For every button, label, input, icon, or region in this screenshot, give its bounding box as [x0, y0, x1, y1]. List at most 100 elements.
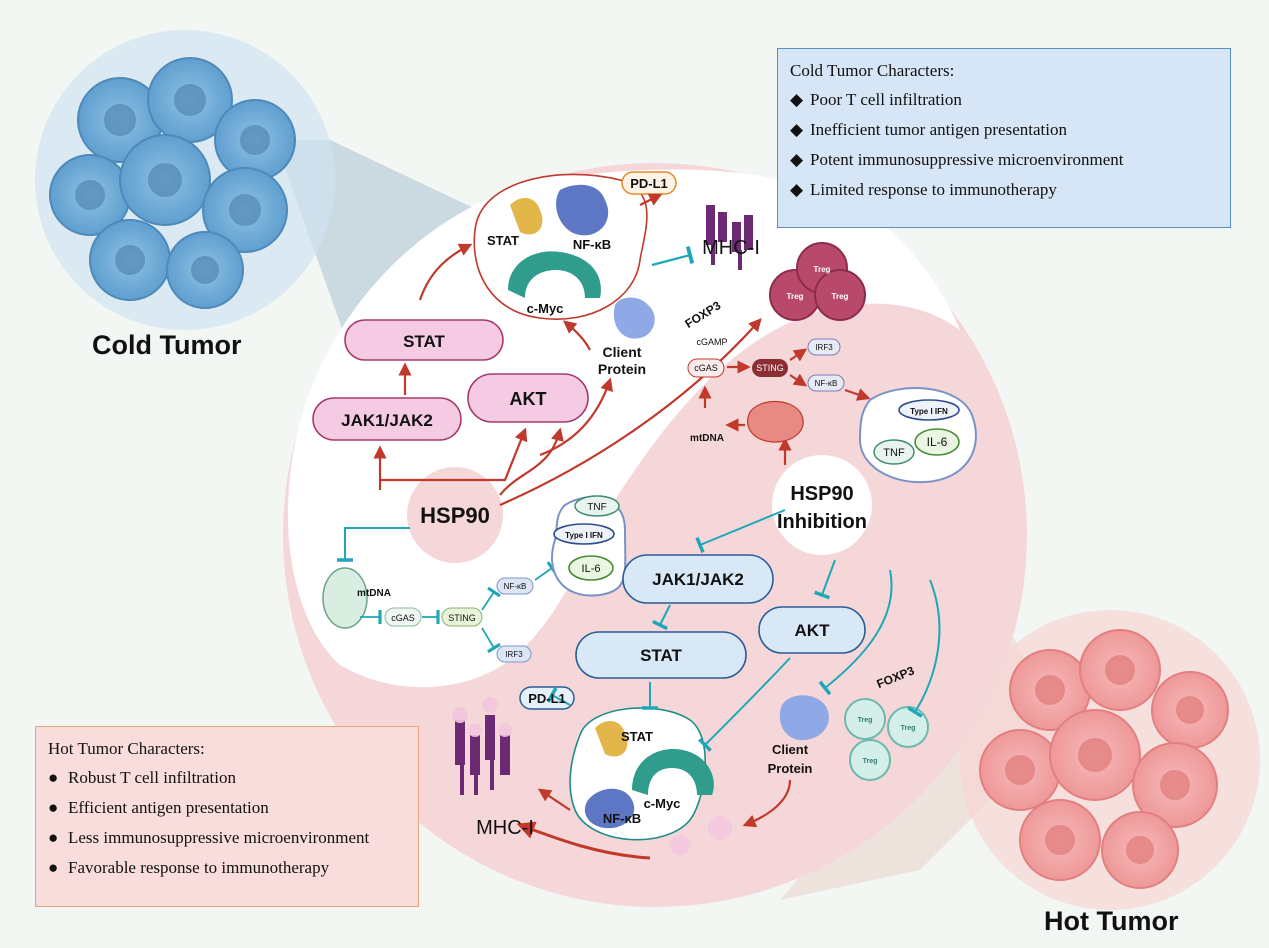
cold-cmyc-protein: [508, 251, 601, 298]
cold-cgas-label: cGAS: [391, 613, 415, 623]
hot-inhibition-lines: [546, 509, 941, 752]
hot-tumor-label: Hot Tumor: [1044, 906, 1179, 936]
hot-hsp90-label-1: HSP90: [790, 483, 853, 505]
cold-stat-pill: [344, 319, 504, 361]
diamond-bullet-icon: ◆: [790, 90, 804, 109]
hot-mhc-receptors: [452, 697, 512, 795]
hot-box-item: ● Efficient antigen presentation: [48, 798, 406, 818]
cold-client-label-1: Client: [603, 344, 642, 360]
circle-bullet-icon: ●: [48, 828, 59, 847]
cold-box-title: Cold Tumor Characters:: [790, 61, 955, 80]
cold-box-item: ◆ Limited response to immunotherapy: [790, 180, 1218, 200]
hsp90-inhibition-circle: [772, 455, 872, 555]
hot-irf3-label: IRF3: [815, 343, 833, 352]
hot-ifn-pill: [898, 399, 960, 421]
hot-box-item: ●Robust T cell infiltration: [48, 768, 406, 788]
cold-pdl1-label: PD-L1: [630, 176, 668, 191]
circle-bullet-icon: ●: [48, 858, 59, 877]
hot-il6-label: IL-6: [927, 435, 948, 449]
cold-jak-label: JAK1/JAK2: [341, 411, 433, 430]
hot-box-item-text: Favorable response to immunotherapy: [68, 858, 330, 877]
cold-box-item: ◆Potent immunosuppressive microenvironme…: [790, 150, 1218, 170]
hot-box-item-text: Efficient antigen presentation: [68, 798, 269, 817]
hot-ifn-label: Type I IFN: [910, 407, 948, 416]
hot-activation-arrows: [516, 348, 871, 860]
hot-complex-cmyc-label: c-Myc: [644, 796, 681, 811]
cold-client-protein: [613, 297, 655, 339]
cold-complex-stat-label: STAT: [487, 233, 519, 248]
hot-complex-nfkb-label: NF-κB: [603, 811, 641, 826]
cold-activation-arrows: [373, 193, 762, 507]
cold-tregs: [769, 242, 866, 321]
hot-client-label-2: Protein: [768, 761, 813, 776]
cold-treg-label-1: Treg: [814, 265, 831, 274]
hot-nfkb-pill: [807, 374, 845, 392]
hot-tregs: [844, 698, 929, 781]
cold-tnf-pill: [574, 495, 620, 517]
hot-tnf-pill: [873, 439, 915, 465]
hot-box-item-text: Robust T cell infiltration: [68, 768, 236, 787]
hot-cmyc-protein: [632, 748, 714, 795]
hot-peptide-fragments: [670, 816, 732, 855]
hot-box-item-text: Less immunosuppressive microenvironment: [68, 828, 370, 847]
cold-sting-label: STING: [448, 613, 476, 623]
hot-akt-pill: [758, 606, 866, 654]
hot-stat-label: STAT: [640, 646, 682, 665]
cold-jak-pill: [312, 397, 462, 441]
cold-akt-pill: [467, 373, 589, 423]
hot-jak-pill: [622, 554, 774, 604]
cold-treg-label-2: Treg: [787, 292, 804, 301]
hot-irf3-pill: [807, 338, 841, 356]
diamond-bullet-icon: ◆: [790, 120, 804, 139]
cold-tnf-label: TNF: [587, 502, 606, 513]
hot-cgas-label: cGAS: [694, 363, 718, 373]
diamond-bullet-icon: ◆: [790, 180, 804, 199]
cold-tumor-cells: [35, 30, 335, 330]
hot-stat-protein: [595, 721, 628, 757]
cold-sting-pill: [441, 607, 483, 627]
cold-tumor-label: Cold Tumor: [92, 330, 242, 360]
hot-box-item: ● Less immunosuppressive microenvironment: [48, 828, 406, 848]
hot-il6-pill: [914, 428, 960, 456]
cold-irf3-pill: [496, 645, 532, 663]
cold-sting-inhibitions: [360, 561, 558, 654]
cold-il6-label: IL-6: [582, 563, 601, 575]
cold-box-item-text: Inefficient tumor antigen presentation: [810, 120, 1067, 139]
hot-stat-pill: [575, 631, 747, 679]
hot-pdl1-label: PD-L1: [528, 691, 566, 706]
hot-cgamp-label: cGAMP: [696, 337, 727, 347]
hot-client-label-1: Client: [772, 742, 809, 757]
hot-nfkb-protein: [584, 788, 635, 829]
cold-nfkb-pill: [496, 577, 534, 595]
cold-ifn-label: Type I IFN: [565, 531, 603, 540]
cold-ifn-pill: [553, 523, 615, 545]
cold-box-item: ◆Poor T cell infiltration: [790, 90, 1218, 110]
cold-hsp90-label: HSP90: [420, 503, 490, 528]
hot-jak-label: JAK1/JAK2: [652, 570, 744, 589]
cold-client-label-2: Protein: [598, 361, 646, 377]
hot-treg-label-3: Treg: [863, 758, 878, 765]
circle-bullet-icon: ●: [48, 798, 59, 817]
cold-complex-nfkb-label: NF-κB: [573, 237, 611, 252]
hot-sting-pill: [752, 359, 788, 377]
hot-box-title: Hot Tumor Characters:: [48, 739, 205, 758]
cold-box-item-text: Limited response to immunotherapy: [810, 180, 1057, 199]
cold-stat-label: STAT: [403, 332, 445, 351]
hot-treg-label-1: Treg: [858, 717, 873, 724]
hot-tumor-characters-box: Hot Tumor Characters: ●Robust T cell inf…: [35, 726, 419, 907]
cold-irf3-label: IRF3: [505, 650, 523, 659]
hsp90-circle: [407, 467, 503, 563]
cold-box-item-text: Potent immunosuppressive microenvironmen…: [810, 150, 1124, 169]
hot-mitochondrion: [747, 401, 804, 443]
cold-nfkb-label: NF-κB: [504, 582, 527, 591]
cold-cgas-pill: [384, 607, 422, 627]
cold-treg-label-3: Treg: [832, 292, 849, 301]
hot-client-protein: [779, 695, 829, 741]
cold-complex-cmyc-label: c-Myc: [527, 301, 564, 316]
hot-tnf-label: TNF: [883, 447, 905, 459]
hot-tumor-cells: [960, 610, 1260, 910]
hot-box-item: ● Favorable response to immunotherapy: [48, 858, 406, 878]
cold-box-item: ◆ Inefficient tumor antigen presentation: [790, 120, 1218, 140]
hot-complex-stat-label: STAT: [621, 729, 653, 744]
